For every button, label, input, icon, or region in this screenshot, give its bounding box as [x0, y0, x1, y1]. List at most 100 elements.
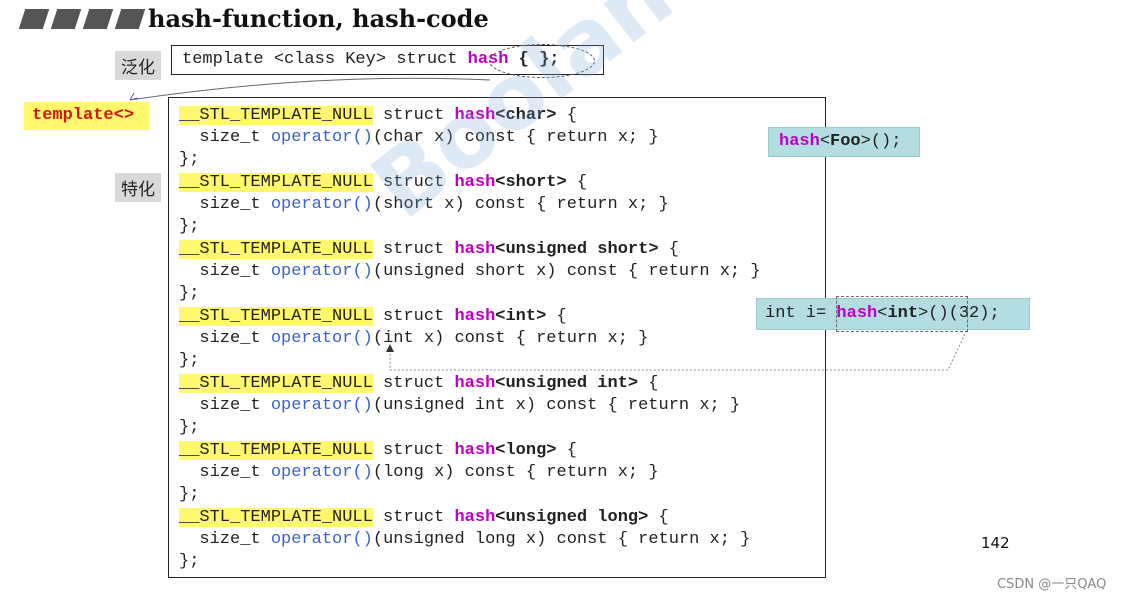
spec-type: <long>	[495, 441, 557, 460]
macro: __STL_TEMPLATE_NULL	[179, 240, 373, 259]
struct-kw: struct	[383, 173, 445, 192]
size-t: size_t	[199, 530, 271, 549]
spec-type: <unsigned int>	[495, 374, 639, 393]
macro: __STL_TEMPLATE_NULL	[179, 441, 373, 460]
slide-title: hash-function, hash-code	[148, 4, 489, 33]
spec-type: <unsigned short>	[495, 240, 659, 259]
foo-type: Foo	[830, 132, 861, 151]
struct-kw: struct	[383, 508, 445, 527]
spec-type: <char>	[495, 106, 557, 125]
hash-kw: hash	[454, 441, 496, 460]
spec-body-4: size_t operator()(unsigned int x) const …	[199, 396, 741, 415]
const-return: const { return x; }	[536, 396, 741, 415]
csdn-footer: CSDN @一只QAQ	[997, 577, 1107, 592]
int-prefix: int i=	[765, 304, 837, 323]
hash-highlight-circle	[489, 44, 595, 78]
arg: unsigned long x	[383, 530, 537, 549]
operator: operator()	[270, 396, 373, 415]
operator: operator()	[270, 463, 373, 482]
size-t: size_t	[199, 463, 271, 482]
operator: operator()	[270, 195, 373, 214]
generic-prefix: template <class Key> struct	[182, 50, 468, 69]
struct-kw: struct	[383, 307, 445, 326]
spec-body-3: size_t operator()(int x) const { return …	[199, 329, 649, 348]
spec-close-4: };	[179, 418, 200, 437]
const-return: const { return x; }	[556, 262, 761, 281]
spec-close-6: };	[179, 552, 200, 571]
title-bar-3	[82, 9, 114, 29]
call-dashed-frame	[836, 296, 968, 332]
int-rest: >()(32);	[918, 304, 1000, 323]
hash-kw: hash	[454, 106, 496, 125]
size-t: size_t	[199, 128, 271, 147]
int-lt: <	[877, 304, 888, 323]
spec-close-1: };	[179, 217, 200, 236]
operator: operator()	[270, 262, 373, 281]
title-bar-1	[18, 9, 50, 29]
hash-kw: hash	[454, 307, 496, 326]
macro: __STL_TEMPLATE_NULL	[179, 307, 373, 326]
template-specialization-tag: template<>	[24, 102, 149, 130]
hash-foo-box: hash<Foo>();	[768, 127, 920, 157]
struct-kw: struct	[383, 441, 445, 460]
spec-body-0: size_t operator()(char x) const { return…	[199, 128, 659, 147]
spec-body-5: size_t operator()(long x) const { return…	[199, 463, 659, 482]
generic-label: 泛化	[115, 51, 161, 80]
title-bar-2	[50, 9, 82, 29]
foo-rest: >();	[860, 132, 902, 151]
size-t: size_t	[199, 262, 271, 281]
const-return: const { return x; }	[546, 530, 751, 549]
size-t: size_t	[199, 195, 271, 214]
const-return: const { return x; }	[454, 463, 659, 482]
call-arrow	[386, 333, 966, 371]
spec-type: <short>	[495, 173, 567, 192]
operator: operator()	[270, 128, 373, 147]
page-number: 142	[981, 534, 1010, 552]
hash-int-call-box: int i= hash<int>()(32);	[756, 298, 1030, 330]
spec-body-6: size_t operator()(unsigned long x) const…	[199, 530, 751, 549]
spec-close-5: };	[179, 485, 200, 504]
spec-header-1: __STL_TEMPLATE_NULL struct hash<short> {	[179, 173, 588, 192]
hash-kw: hash	[454, 508, 496, 527]
arg: unsigned int x	[383, 396, 526, 415]
spec-body-2: size_t operator()(unsigned short x) cons…	[199, 262, 761, 281]
arg: int x	[383, 329, 435, 348]
hash-kw: hash	[454, 374, 496, 393]
size-t: size_t	[199, 329, 271, 348]
spec-type: <int>	[495, 307, 547, 326]
spec-header-5: __STL_TEMPLATE_NULL struct hash<long> {	[179, 441, 577, 460]
macro: __STL_TEMPLATE_NULL	[179, 173, 373, 192]
spec-close-2: };	[179, 284, 200, 303]
spec-type: <unsigned long>	[495, 508, 649, 527]
specialized-label: 特化	[115, 173, 161, 202]
hash-kw: hash	[454, 173, 496, 192]
hash-kw: hash	[454, 240, 496, 259]
macro: __STL_TEMPLATE_NULL	[179, 374, 373, 393]
int-type: int	[887, 304, 919, 323]
specializations-box: __STL_TEMPLATE_NULL struct hash<char> { …	[168, 97, 826, 578]
spec-header-0: __STL_TEMPLATE_NULL struct hash<char> {	[179, 106, 577, 125]
macro: __STL_TEMPLATE_NULL	[179, 508, 373, 527]
title-bar-4	[114, 9, 146, 29]
foo-hash: hash	[779, 132, 820, 151]
arg: short x	[383, 195, 455, 214]
arg: long x	[383, 463, 445, 482]
const-return: const { return x; }	[464, 195, 669, 214]
spec-close-0: };	[179, 150, 200, 169]
arg: unsigned short x	[383, 262, 547, 281]
const-return: const { return x; }	[454, 128, 659, 147]
struct-kw: struct	[383, 106, 445, 125]
spec-close-3: };	[179, 351, 200, 370]
macro: __STL_TEMPLATE_NULL	[179, 106, 373, 125]
const-return: const { return x; }	[444, 329, 649, 348]
spec-header-6: __STL_TEMPLATE_NULL struct hash<unsigned…	[179, 508, 669, 527]
spec-body-1: size_t operator()(short x) const { retur…	[199, 195, 669, 214]
arg: char x	[383, 128, 445, 147]
operator: operator()	[270, 530, 373, 549]
operator: operator()	[270, 329, 373, 348]
spec-header-2: __STL_TEMPLATE_NULL struct hash<unsigned…	[179, 240, 679, 259]
template-arrow	[129, 77, 491, 101]
struct-kw: struct	[383, 374, 445, 393]
struct-kw: struct	[383, 240, 445, 259]
int-hash: hash	[836, 304, 878, 323]
